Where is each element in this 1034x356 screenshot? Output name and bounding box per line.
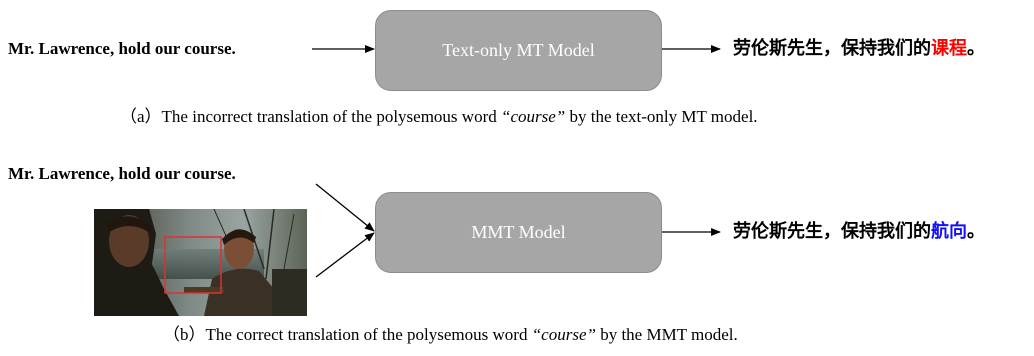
- panel-b-source-sentence: Mr. Lawrence, hold our course.: [8, 164, 236, 183]
- panel-b-target-prefix: 劳伦斯先生，保持我们的: [733, 221, 931, 242]
- text-only-mt-model-label: Text-only MT Model: [442, 40, 595, 60]
- text-only-mt-model-box: Text-only MT Model: [375, 10, 662, 91]
- panel-a-source-sentence: Mr. Lawrence, hold our course.: [8, 39, 236, 58]
- panel-b-target-suffix: 。: [967, 221, 985, 242]
- panel-a-caption-suffix: by the text-only MT model.: [565, 107, 758, 126]
- movie-still-drawing: [94, 209, 307, 316]
- panel-a-target-suffix: 。: [967, 38, 985, 59]
- panel-a-target-prefix: 劳伦斯先生，保持我们的: [733, 38, 931, 59]
- panel-b-caption-suffix: by the MMT model.: [595, 325, 738, 344]
- mmt-model-label: MMT Model: [471, 222, 566, 242]
- panel-a-target-translation: 劳伦斯先生，保持我们的课程。: [733, 38, 985, 60]
- panel-a-caption-prefix: （a）The incorrect translation of the poly…: [120, 107, 501, 126]
- panel-b-caption: （b）The correct translation of the polyse…: [163, 325, 738, 345]
- panel-b-target-translation: 劳伦斯先生，保持我们的航向。: [733, 221, 985, 243]
- panel-a-caption: （a）The incorrect translation of the poly…: [120, 107, 758, 127]
- panel-a-wrong-word: 课程: [931, 38, 967, 59]
- panel-a-caption-word: “course”: [500, 107, 566, 126]
- attention-region-box: [164, 236, 222, 294]
- panel-b-caption-word: “course”: [531, 325, 596, 344]
- mmt-model-box: MMT Model: [375, 192, 662, 273]
- panel-b-caption-prefix: （b）The correct translation of the polyse…: [163, 325, 532, 344]
- arrow-image-to-mmt-model: [315, 232, 375, 278]
- movie-still-image: [94, 209, 307, 316]
- panel-b-correct-word: 航向: [931, 221, 967, 242]
- arrow-text-to-mmt-model: [315, 183, 375, 232]
